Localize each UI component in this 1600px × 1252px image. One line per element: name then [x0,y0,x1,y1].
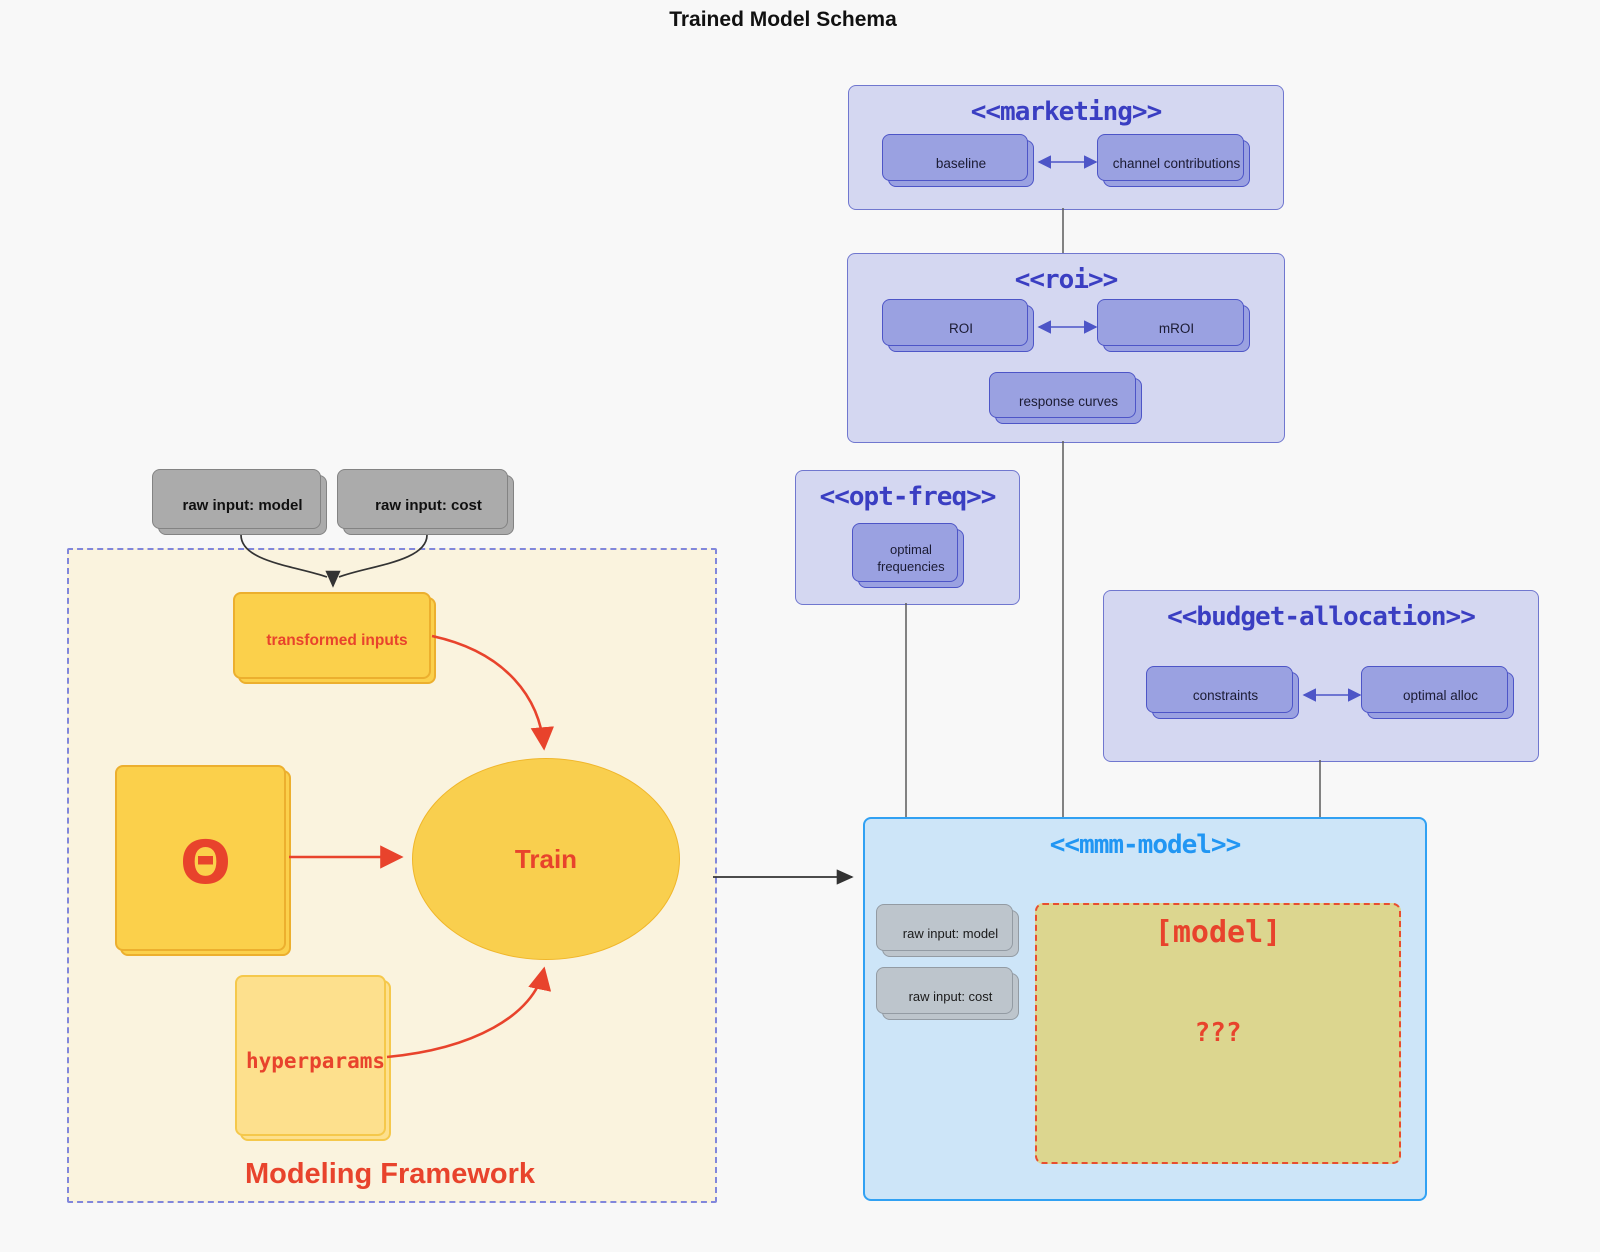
node-train-label: Train [514,843,578,874]
model-placeholder-title: [model] [1154,915,1282,950]
node-mroi: mROI [1097,299,1250,352]
node-raw-input-cost: raw input: cost [337,469,514,535]
node-transformed-inputs-label: transformed inputs [266,631,408,649]
node-mmm-raw-input-cost: raw input: cost [876,967,1019,1020]
node-theta: Θ [115,765,291,956]
group-marketing-title: <<marketing>> [970,97,1163,127]
node-mmm-raw-input-model-label: raw input: model [902,926,999,941]
page-title: Trained Model Schema [669,8,897,31]
group-opt-freq-title: <<opt-freq>> [819,482,997,512]
node-roi: ROI [882,299,1034,352]
group-budget-allocation-title: <<budget-allocation>> [1167,602,1476,632]
node-optimal-frequencies: optimal frequencies [852,523,964,588]
node-theta-label: Θ [179,828,231,898]
node-response-curves: response curves [989,372,1142,424]
node-baseline-label: baseline [935,156,987,171]
model-placeholder-unknown: ??? [1194,1017,1242,1048]
node-baseline: baseline [882,134,1034,187]
node-optimal-alloc-label: optimal alloc [1402,688,1479,703]
node-roi-label: ROI [948,321,973,336]
modeling-framework-label: Modeling Framework [244,1158,536,1190]
node-model-placeholder: [model] ??? [1035,903,1401,1164]
node-raw-input-model-label: raw input: model [182,496,303,514]
node-channel-contributions-label: channel contributions [1112,156,1241,171]
node-constraints-label: constraints [1192,688,1259,703]
node-mmm-raw-input-cost-label: raw input: cost [908,989,993,1004]
node-optimal-frequencies-label: optimal frequencies [877,541,945,574]
node-optimal-alloc: optimal alloc [1361,666,1514,719]
node-train: Train [412,758,680,960]
node-hyperparams-label: hyperparams [245,1048,386,1073]
node-raw-input-model: raw input: model [152,469,327,535]
node-hyperparams: hyperparams [235,975,391,1141]
node-mroi-label: mROI [1158,321,1195,336]
group-mmm-model-title: <<mmm-model>> [1049,830,1242,860]
node-raw-input-cost-label: raw input: cost [375,496,482,514]
node-constraints: constraints [1146,666,1299,719]
node-mmm-raw-input-model: raw input: model [876,904,1019,957]
group-roi-title: <<roi>> [1014,265,1119,295]
node-transformed-inputs: transformed inputs [233,592,436,684]
node-channel-contributions: channel contributions [1097,134,1250,187]
node-response-curves-label: response curves [1018,393,1119,409]
